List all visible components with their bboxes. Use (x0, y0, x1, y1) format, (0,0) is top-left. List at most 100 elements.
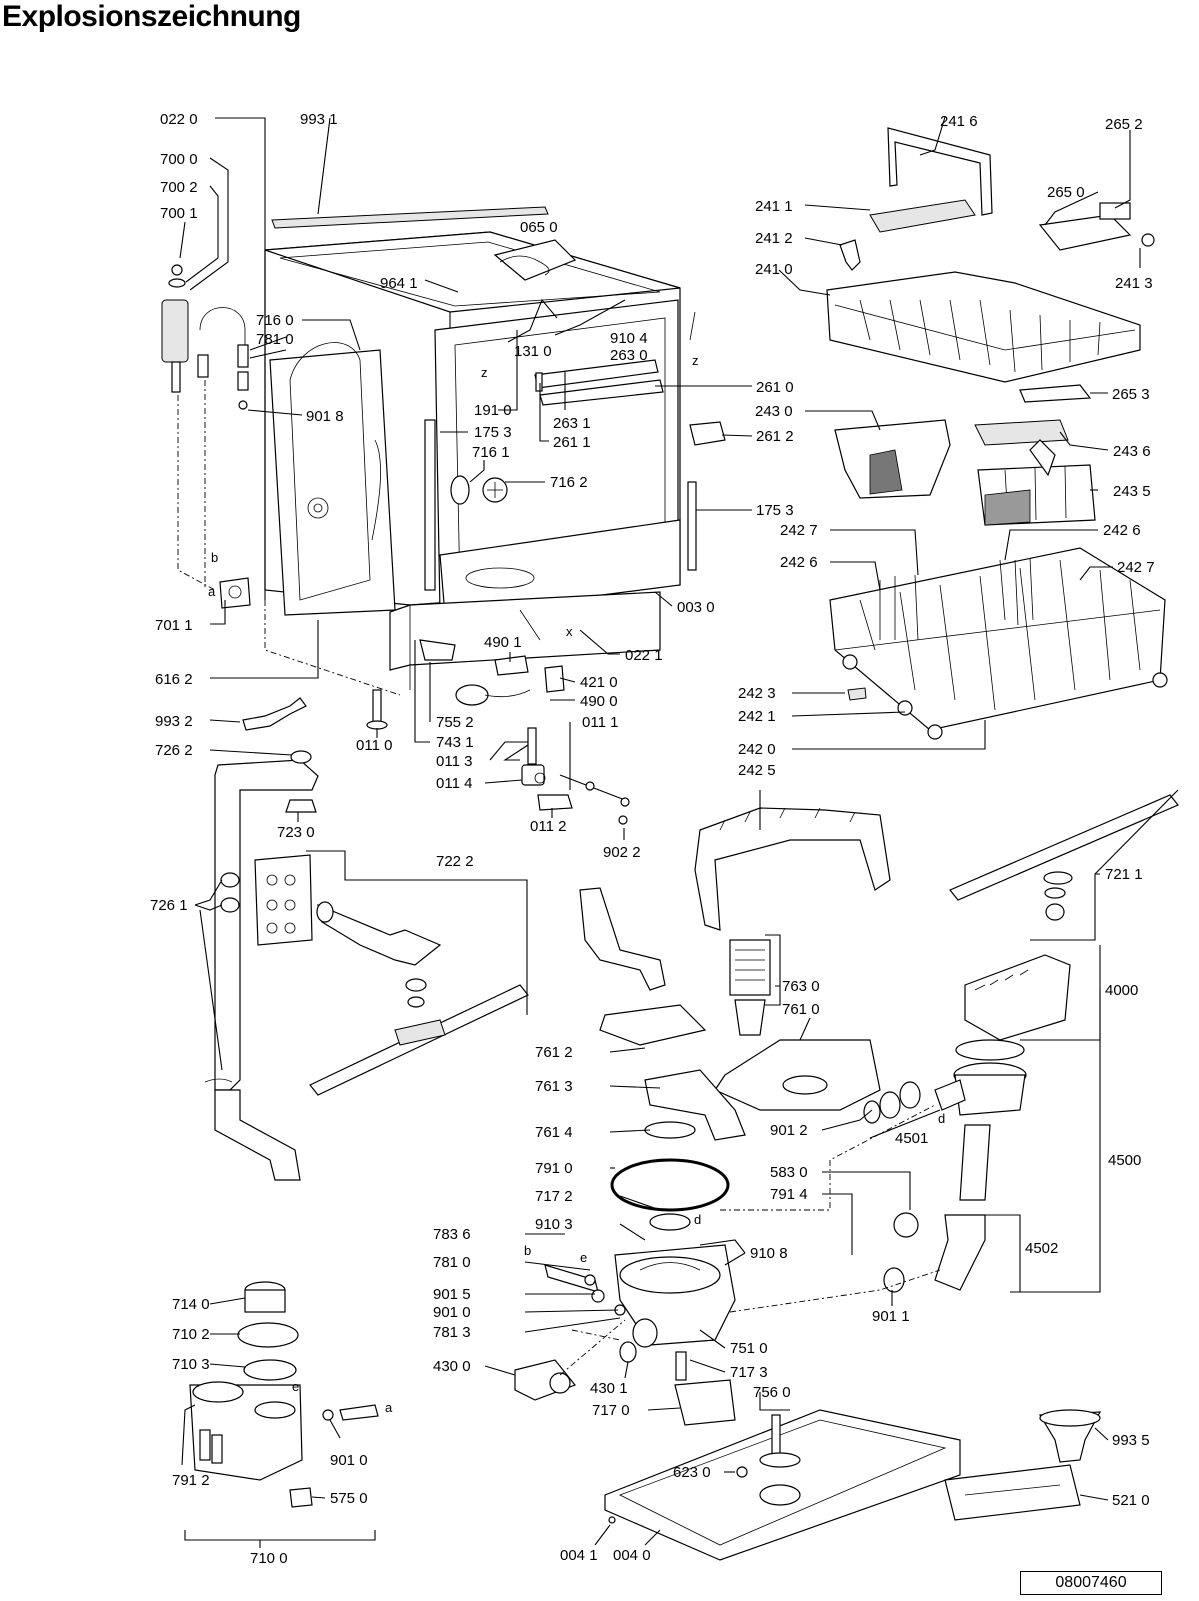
part-label-7810b: 781 0 (433, 1254, 471, 1271)
part-label-0113: 011 3 (436, 753, 472, 770)
part-label-2423: 242 3 (738, 685, 776, 702)
leader-lines (179, 116, 1179, 1548)
part-label-4500: 4500 (1108, 1152, 1141, 1169)
part-label-0221: 022 1 (625, 647, 663, 664)
connector-letter-d-2: d (694, 1212, 701, 1227)
part-label-2410: 241 0 (755, 261, 793, 278)
part-label-9018: 901 8 (306, 408, 344, 425)
part-label-2416: 241 6 (940, 113, 978, 130)
part-label-2430: 243 0 (755, 403, 793, 420)
hose-and-valve-drawing (161, 264, 251, 609)
part-label-9103: 910 3 (535, 1216, 573, 1233)
part-label-2612: 261 2 (756, 428, 794, 445)
document-number-box: 08007460 (1020, 1571, 1162, 1595)
part-label-1910: 191 0 (474, 402, 512, 419)
connector-letter-a-top: a (208, 584, 216, 599)
part-label-9931: 993 1 (300, 111, 338, 128)
part-label-7100: 710 0 (250, 1550, 288, 1567)
connector-letter-e-1: e (580, 1250, 587, 1265)
part-label-7262: 726 2 (155, 742, 193, 759)
part-label-2427a: 242 7 (780, 522, 818, 539)
part-label-1310: 131 0 (514, 343, 552, 360)
part-label-9641: 964 1 (380, 275, 418, 292)
part-label-7810: 781 0 (256, 331, 294, 348)
part-label-2630: 263 0 (610, 347, 648, 364)
part-label-9104: 910 4 (610, 330, 648, 347)
part-label-4000: 4000 (1105, 982, 1138, 999)
part-label-7001: 700 1 (160, 205, 198, 222)
part-label-9108: 910 8 (750, 1245, 788, 1262)
part-label-9935: 993 5 (1112, 1432, 1150, 1449)
part-label-9022: 902 2 (603, 844, 641, 861)
part-label-2427b: 242 7 (1117, 559, 1155, 576)
part-label-0110: 011 0 (356, 737, 392, 754)
page-title: Explosionszeichnung (2, 0, 301, 33)
part-label-9015: 901 5 (433, 1286, 471, 1303)
part-label-7222: 722 2 (436, 853, 474, 870)
connector-letter-e-2: e (292, 1379, 299, 1394)
part-label-6230: 623 0 (673, 1464, 711, 1481)
part-label-7211: 721 1 (1105, 866, 1143, 883)
part-label-7813: 781 3 (433, 1324, 471, 1341)
part-label-7102: 710 2 (172, 1326, 210, 1343)
part-label-0220: 022 0 (160, 111, 198, 128)
cutlery-basket-drawing (834, 419, 1096, 526)
part-label-0030: 003 0 (677, 599, 715, 616)
filter-sump-drawing (579, 887, 881, 1231)
part-label-2426a: 242 6 (1103, 522, 1141, 539)
part-label-6162: 616 2 (155, 671, 193, 688)
part-label-0114: 011 4 (436, 775, 472, 792)
tub-cabinet-drawing (264, 231, 726, 696)
part-label-7914: 791 4 (770, 1186, 808, 1203)
part-label-0041: 004 1 (560, 1547, 598, 1564)
part-label-7170: 717 0 (592, 1402, 630, 1419)
pump-body-drawing (514, 1244, 736, 1426)
spray-arm-support-drawing (694, 807, 891, 931)
part-label-4210: 421 0 (580, 674, 618, 691)
part-label-2425: 242 5 (738, 762, 776, 779)
part-label-0650: 065 0 (520, 219, 558, 236)
part-label-2412: 241 2 (755, 230, 793, 247)
spray-pipe-drawing (204, 750, 529, 1181)
part-label-7614: 761 4 (535, 1124, 573, 1141)
part-label-5750: 575 0 (330, 1490, 368, 1507)
part-label-2653: 265 3 (1112, 386, 1150, 403)
part-label-4301: 430 1 (590, 1380, 628, 1397)
part-label-0112: 011 2 (530, 818, 566, 835)
part-label-7002: 700 2 (160, 179, 198, 196)
part-label-7552: 755 2 (436, 714, 474, 731)
part-label-7613: 761 3 (535, 1078, 573, 1095)
part-label-7140: 714 0 (172, 1296, 210, 1313)
part-label-7261: 726 1 (150, 897, 188, 914)
connector-letters: b a z z x d d e b e a (208, 353, 945, 1415)
part-label-2421: 242 1 (738, 708, 776, 725)
document-number: 08007460 (1055, 1574, 1127, 1591)
part-label-7230: 723 0 (277, 824, 315, 841)
part-label-2413: 241 3 (1115, 275, 1153, 292)
part-label-7173: 717 3 (730, 1364, 768, 1381)
part-label-7160: 716 0 (256, 312, 294, 329)
part-label-2420: 242 0 (738, 741, 776, 758)
part-label-2650: 265 0 (1047, 184, 1085, 201)
part-label-2436: 243 6 (1113, 443, 1151, 460)
lower-basket-drawing (829, 547, 1168, 740)
part-label-4501: 4501 (895, 1130, 928, 1147)
part-label-7630: 763 0 (782, 978, 820, 995)
part-label-5210: 521 0 (1112, 1492, 1150, 1509)
part-label-7610: 761 0 (782, 1001, 820, 1018)
part-label-7612: 761 2 (535, 1044, 573, 1061)
part-label-9010a: 901 0 (433, 1304, 471, 1321)
connector-letter-z-1: z (481, 365, 488, 380)
part-label-7910: 791 0 (535, 1160, 573, 1177)
top-spray-arm-drawing (949, 794, 1179, 921)
part-label-1753b: 175 3 (756, 502, 794, 519)
part-label-2411: 241 1 (755, 198, 793, 215)
part-number-labels: 022 0 993 1 700 0 700 2 700 1 065 0 964 … (150, 111, 1155, 1567)
heater-pump-drawing (863, 954, 1071, 1293)
connector-letter-d-1: d (938, 1111, 945, 1126)
part-label-7560: 756 0 (753, 1384, 791, 1401)
connector-letter-b-top: b (211, 550, 218, 565)
water-softener-drawing (189, 1281, 379, 1508)
part-label-5830: 583 0 (770, 1164, 808, 1181)
